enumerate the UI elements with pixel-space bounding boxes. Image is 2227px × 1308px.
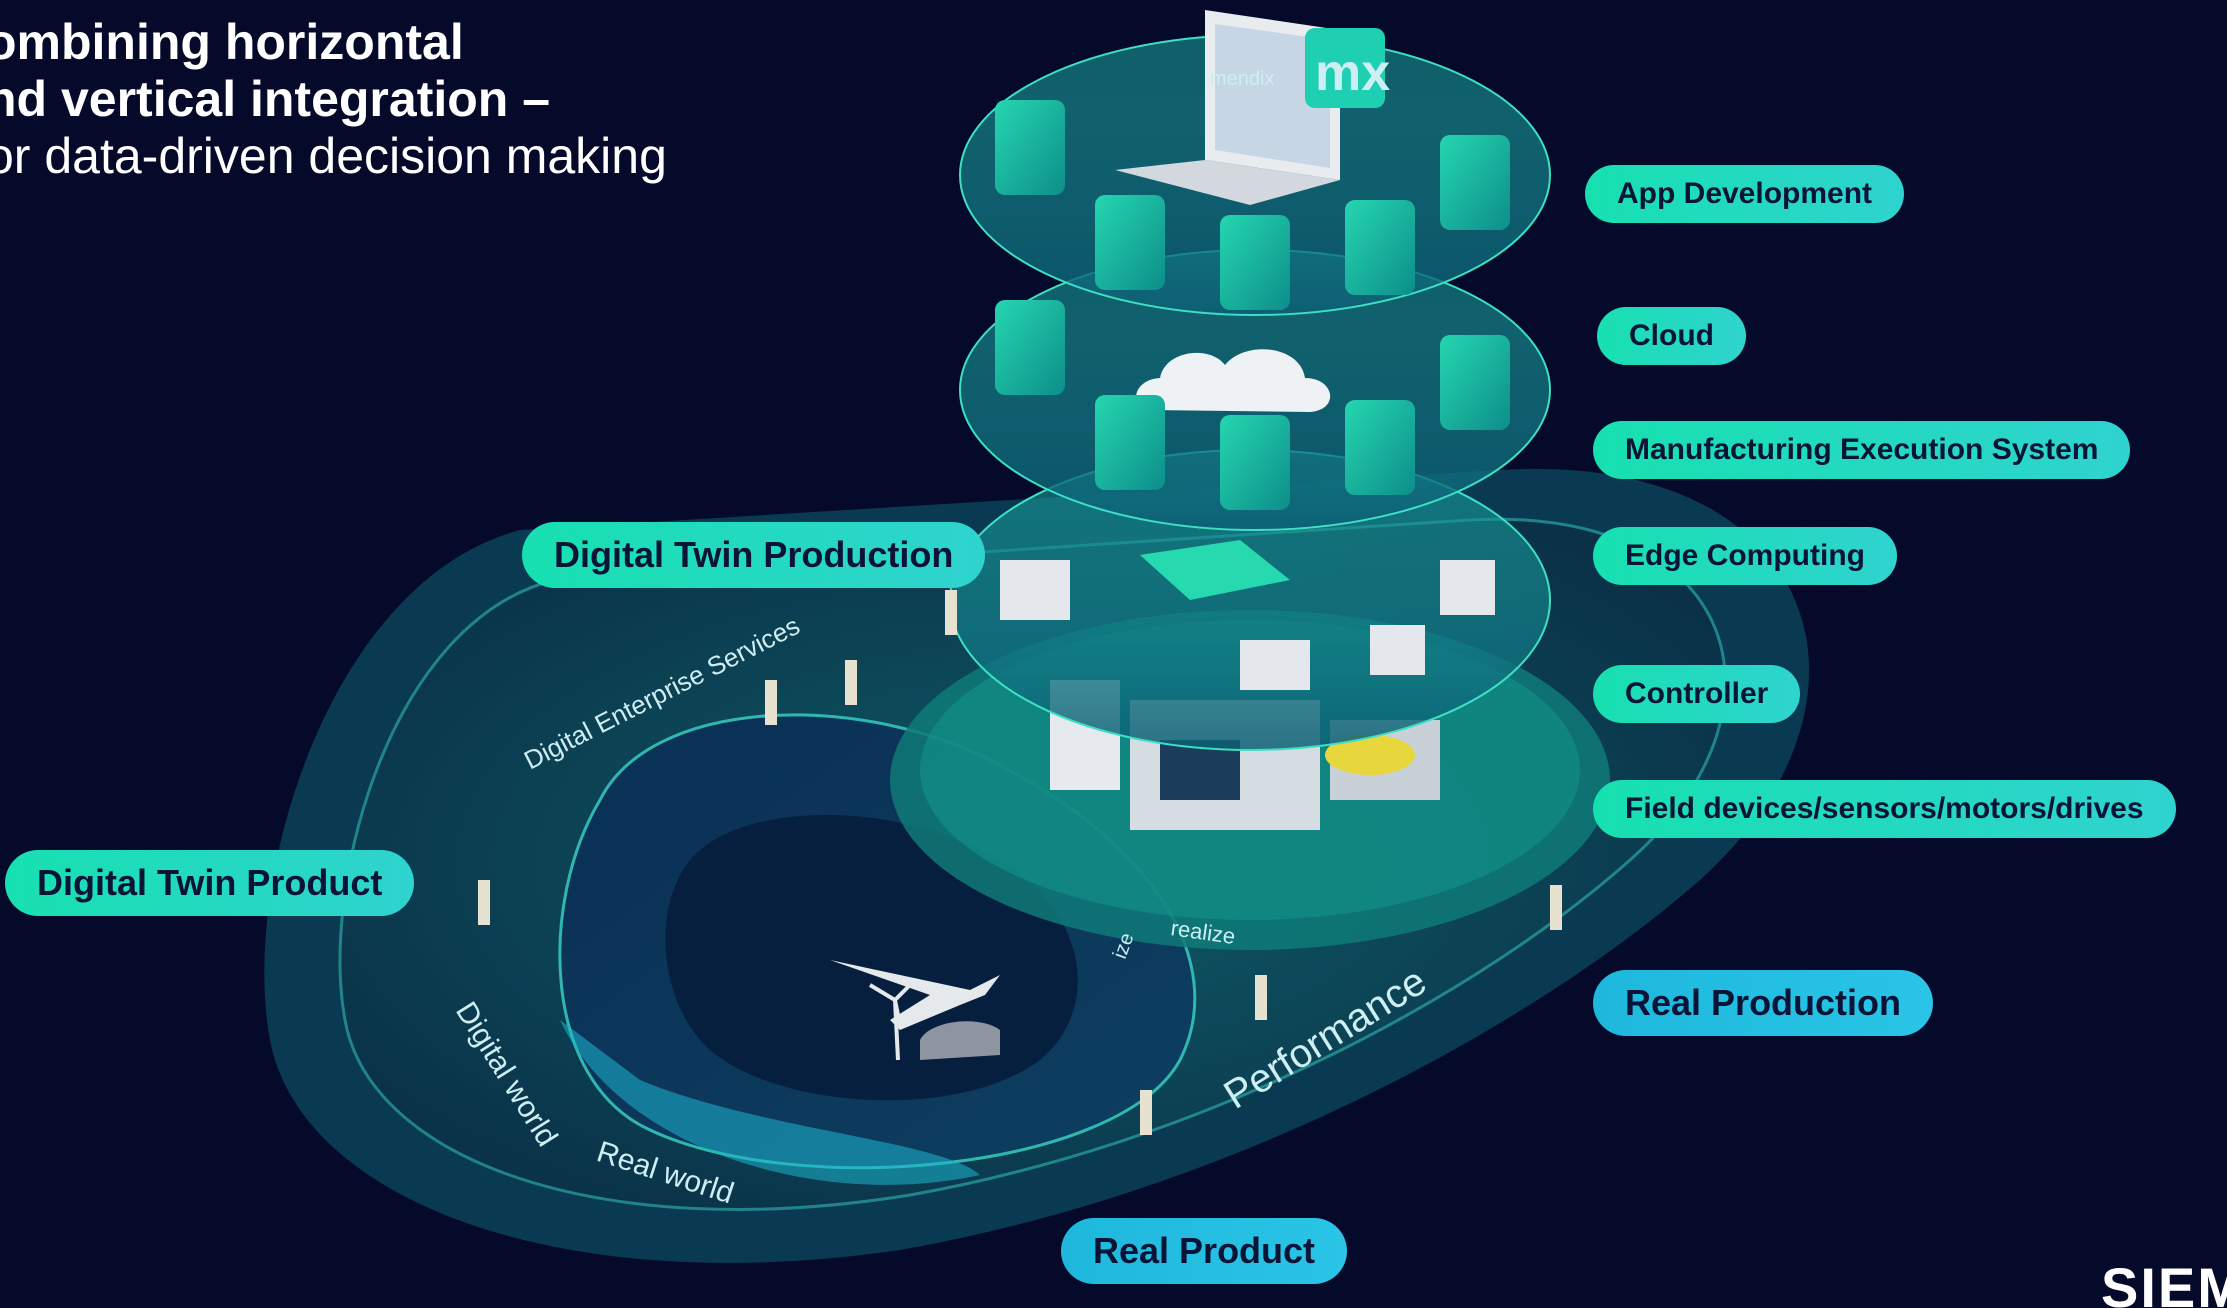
label-mes: Manufacturing Execution System bbox=[1593, 421, 2131, 479]
label-digital-twin-production: Digital Twin Production bbox=[522, 522, 986, 588]
database-icon bbox=[1345, 400, 1415, 495]
label-real-product: Real Product bbox=[1061, 1218, 1348, 1284]
title-line-1: ombining horizontal bbox=[0, 14, 464, 70]
laptop-icon bbox=[1115, 10, 1385, 205]
person-icon bbox=[1550, 885, 1562, 930]
label-field-devices: Field devices/sensors/motors/drives bbox=[1593, 780, 2176, 838]
label-cloud: Cloud bbox=[1597, 307, 1746, 365]
person-icon bbox=[845, 660, 857, 705]
monitor-icon bbox=[1220, 415, 1290, 510]
database-icon bbox=[1345, 200, 1415, 295]
edge-layer bbox=[949, 449, 1551, 751]
label-controller: Controller bbox=[1593, 665, 1801, 723]
database-icon bbox=[1440, 135, 1510, 230]
person-icon bbox=[1255, 975, 1267, 1020]
title-line-2: nd vertical integration – bbox=[0, 71, 551, 127]
label-edge-computing: Edge Computing bbox=[1593, 527, 1897, 585]
globe-icon bbox=[1095, 195, 1165, 290]
title-line-3: or data-driven decision making bbox=[0, 128, 667, 184]
database-icon bbox=[1440, 335, 1510, 430]
person-icon bbox=[945, 590, 957, 635]
globe-icon bbox=[1095, 395, 1165, 490]
monitor-icon bbox=[1220, 215, 1290, 310]
airplane-icon bbox=[830, 960, 1000, 1030]
siemens-logo: SIEM bbox=[2101, 1256, 2227, 1308]
label-app-development: App Development bbox=[1585, 165, 1905, 223]
label-digital-twin-product: Digital Twin Product bbox=[5, 850, 415, 916]
product-objects bbox=[830, 960, 1000, 1061]
database-icon bbox=[995, 300, 1065, 395]
wind-turbine-icon bbox=[868, 978, 917, 1061]
database-icon bbox=[995, 100, 1065, 195]
laptop-logo: mx bbox=[1315, 44, 1390, 102]
person-icon bbox=[478, 880, 490, 925]
cloud-icon bbox=[1136, 349, 1331, 412]
label-real-production: Real Production bbox=[1593, 970, 1934, 1036]
page-title: ombining horizontal nd vertical integrat… bbox=[0, 14, 667, 185]
laptop-brand: mendix bbox=[1210, 68, 1274, 90]
car-icon bbox=[920, 1021, 1000, 1060]
person-icon bbox=[765, 680, 777, 725]
person-icon bbox=[1140, 1090, 1152, 1135]
people bbox=[478, 590, 1562, 1135]
service-tiles bbox=[995, 100, 1510, 510]
